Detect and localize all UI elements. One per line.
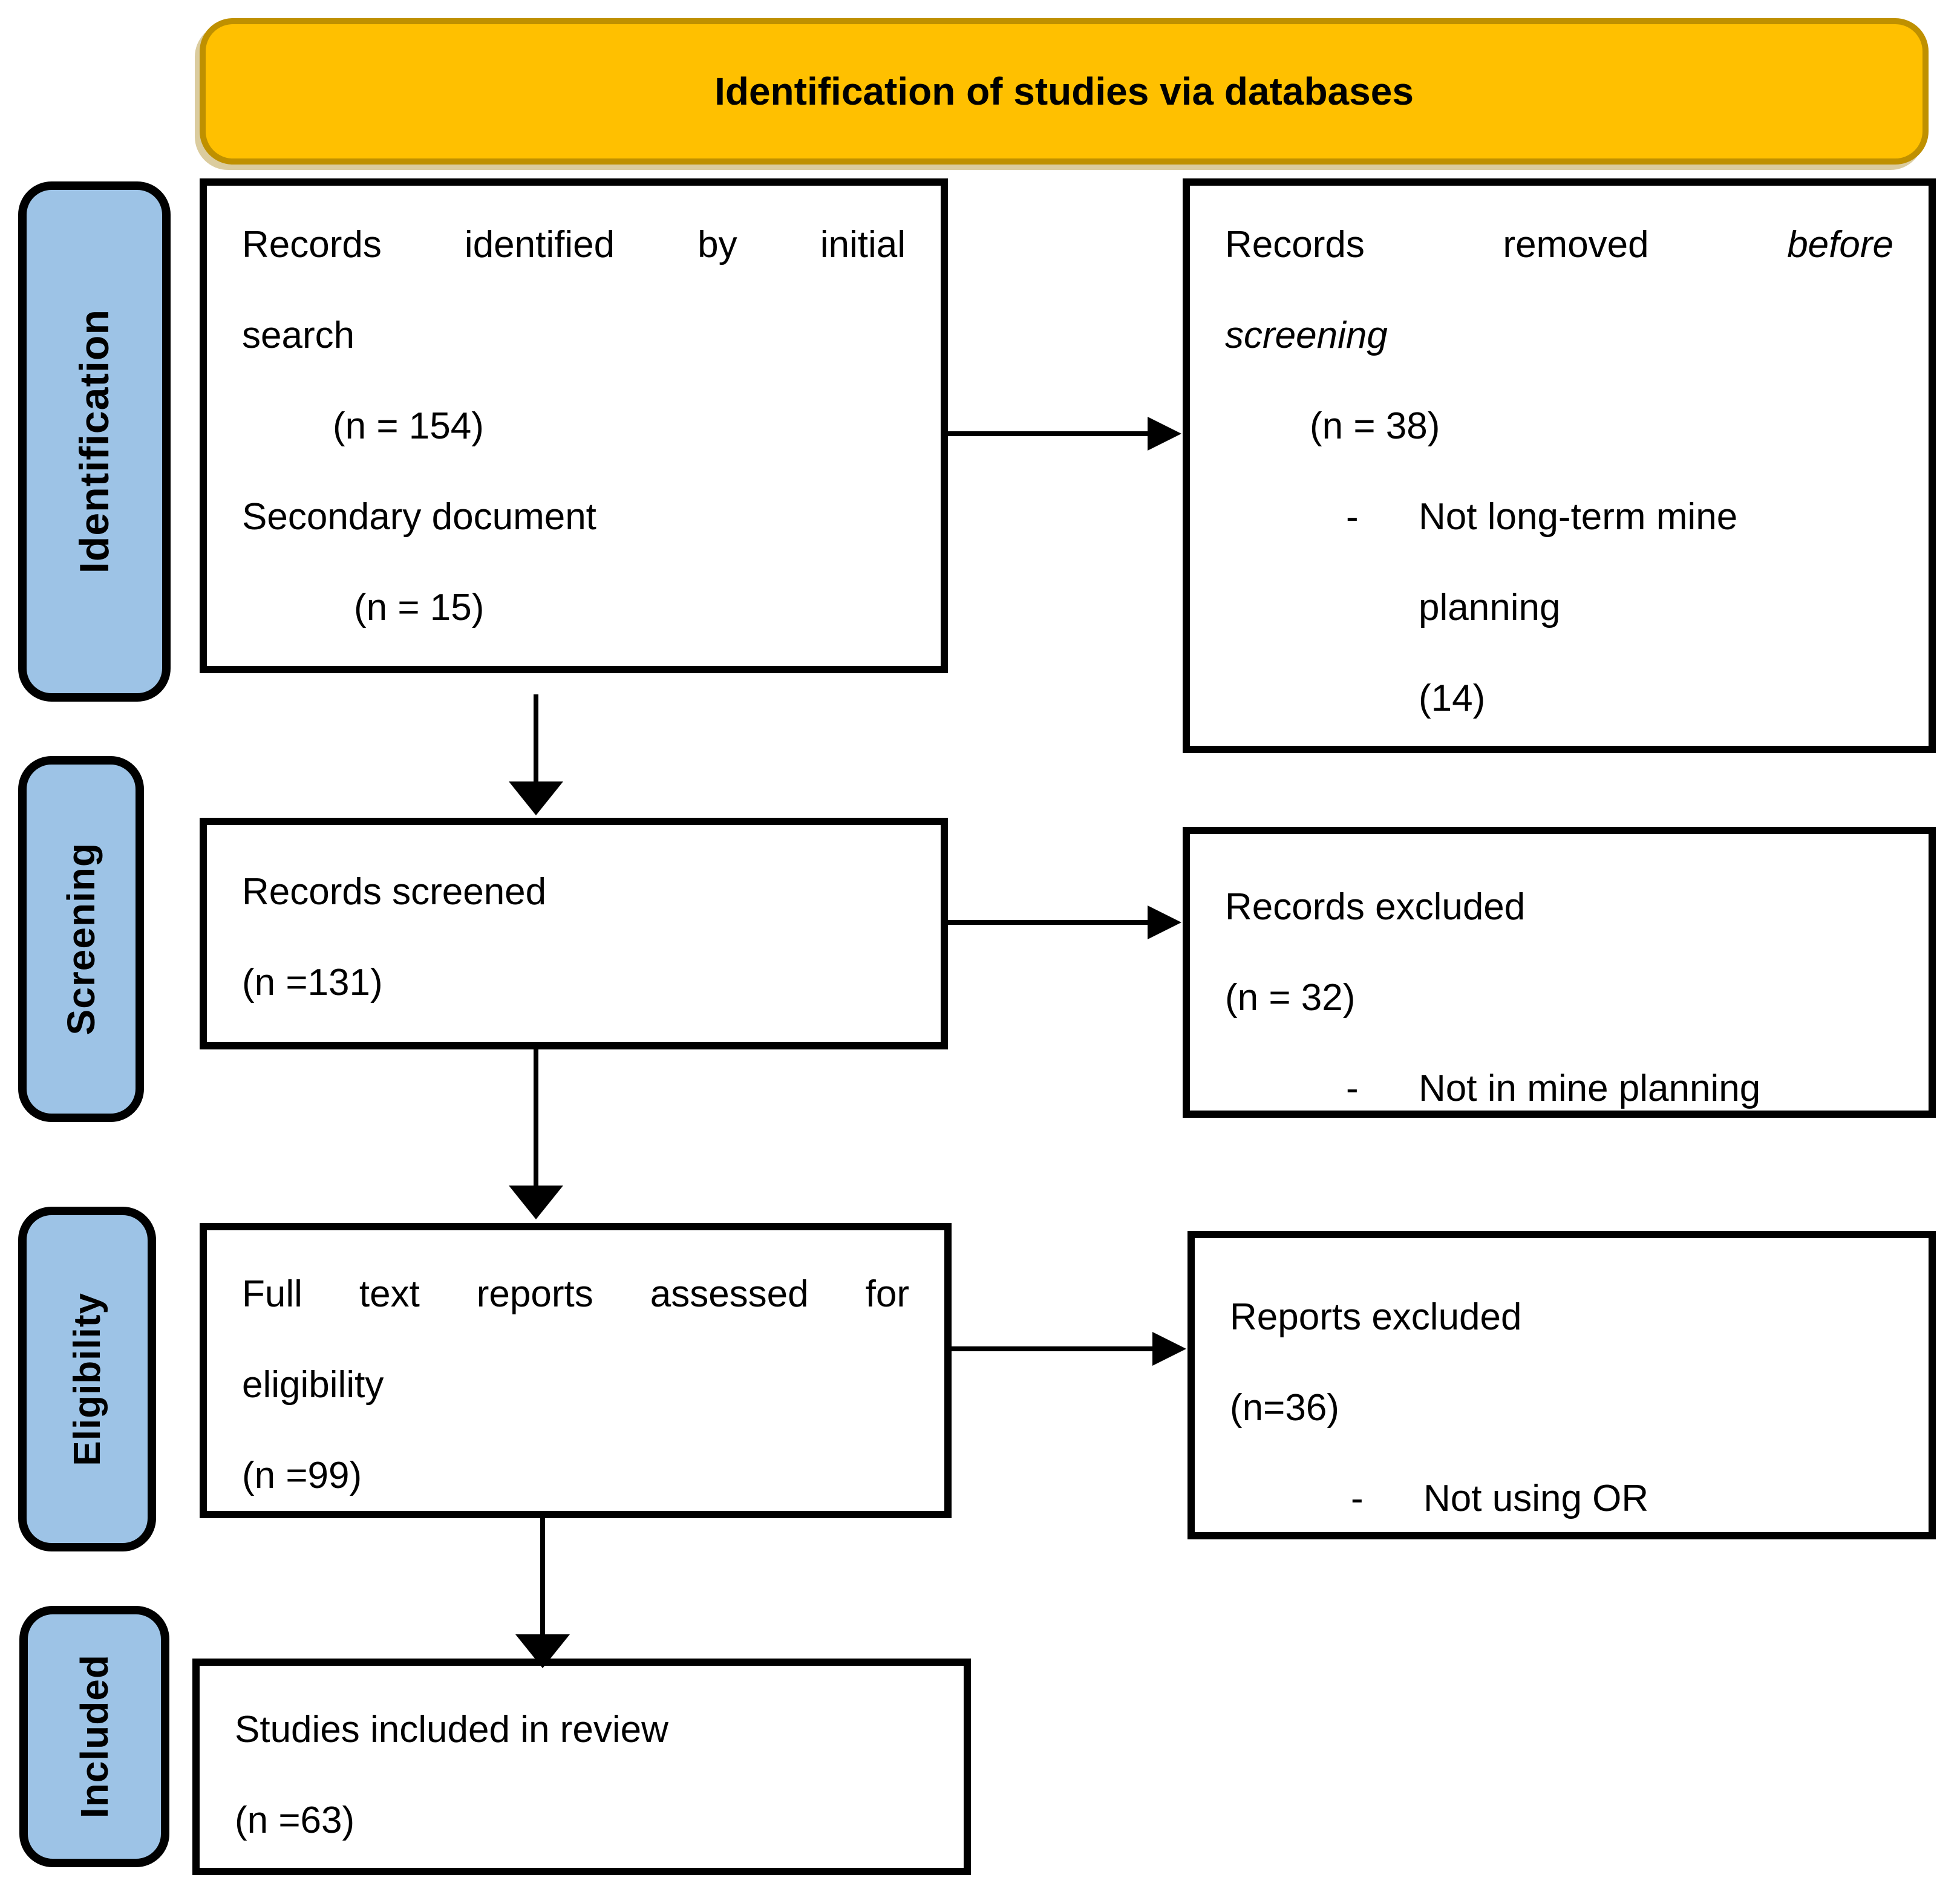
count-line: (n = 32) [1225,952,1893,1043]
word: Full [242,1273,302,1315]
count: (n =131) [242,961,383,1003]
bullet-line: planning [1225,562,1893,653]
bullet-text: Not in mine planning [1419,1067,1761,1109]
box-text-line: eligibility [242,1339,909,1430]
word: text [359,1273,420,1315]
count: (n = 38) [1310,405,1440,447]
arrow-identified-to-removed-line [948,431,1149,436]
box-fulltext-assessed: Full text reports assessed for eligibili… [200,1223,952,1518]
stage-label-text: Eligibility [66,1292,108,1466]
bullet-line: - Not in mine planning [1225,1043,1893,1134]
stage-label-text: Included [73,1654,116,1819]
bullet-dash: - [1351,1477,1364,1519]
count-line: (n =131) [242,937,906,1028]
box-text-line: Reports excluded [1230,1271,1893,1362]
word: removed [1503,223,1649,266]
stage-label-included: Included [19,1606,169,1867]
count: (n = 15) [354,586,485,628]
bullet-line: - Not using OR [1230,1453,1893,1544]
arrow-identified-to-screened-line [534,694,538,784]
box-reports-excluded: Reports excluded (n=36) - Not using OR [1187,1231,1936,1539]
arrow-screened-to-excluded-line [948,920,1149,925]
text: Reports excluded [1230,1296,1522,1338]
arrow-right-icon [1152,1332,1186,1366]
box-text-line: Records removed before [1225,199,1893,290]
diagram-title-banner: Identification of studies via databases [200,18,1929,165]
bullet-text: (14) [1419,677,1486,719]
bullet-dash: - [1346,495,1359,538]
box-text-line: screening [1225,290,1893,380]
arrow-down-icon [509,1186,563,1219]
arrow-screened-to-fulltext-line [534,1049,538,1187]
stage-label-text: Screening [59,843,103,1036]
bullet-text: planning [1419,586,1561,628]
count-line: (n = 15) [242,562,906,653]
word: before [1787,223,1893,266]
box-records-removed: Records removed before screening (n = 38… [1183,178,1936,753]
box-records-excluded: Records excluded (n = 32) - Not in mine … [1183,827,1936,1118]
count-line: (n = 154) [242,380,906,471]
text: Records screened [242,870,547,913]
word: identified [464,223,615,266]
arrow-right-icon [1148,417,1181,451]
arrow-right-icon [1148,905,1181,939]
box-text-line: Records screened [242,846,906,937]
arrow-down-icon [509,781,563,815]
diagram-title: Identification of studies via databases [714,70,1414,113]
count-line: (n =99) [242,1430,909,1521]
word: by [697,223,737,266]
word: assessed [650,1273,809,1315]
bullet-text: Not long-term mine [1419,495,1738,538]
stage-label-eligibility: Eligibility [18,1207,156,1551]
count-line: (n =63) [235,1775,929,1865]
box-text-line: Records excluded [1225,861,1893,952]
text: Records excluded [1225,886,1526,928]
count: (n = 154) [333,405,484,447]
bullet-line: - Not long-term mine [1225,471,1893,562]
text: Studies included in review [235,1708,668,1750]
text: Secondary document [242,495,596,538]
box-text-line: Secondary document [242,471,906,562]
count: (n =99) [242,1454,362,1496]
stage-label-screening: Screening [18,756,144,1122]
word: initial [820,223,906,266]
count-line: (n=36) [1230,1362,1893,1453]
stage-label-text: Identification [71,309,117,574]
word: reports [476,1273,593,1315]
word: for [865,1273,909,1315]
box-studies-included: Studies included in review (n =63) [192,1659,971,1875]
word: Records [1225,223,1365,266]
count: (n=36) [1230,1386,1339,1429]
count-line: (n = 38) [1225,380,1893,471]
bullet-text: Not using OR [1423,1477,1649,1519]
box-text-line: Studies included in review [235,1684,929,1775]
text: screening [1225,314,1388,356]
count: (n = 32) [1225,976,1356,1019]
box-text-line: Records identified by initial [242,199,906,290]
arrow-fulltext-to-included-line [540,1518,545,1636]
bullet-dash: - [1346,1067,1359,1109]
word: Records [242,223,382,266]
box-text-line: Full text reports assessed for [242,1248,909,1339]
text: eligibility [242,1363,384,1406]
bullet-line: (14) [1225,653,1893,743]
box-records-identified: Records identified by initial search (n … [200,178,948,673]
box-text-line: search [242,290,906,380]
arrow-fulltext-to-excluded-line [952,1346,1154,1351]
arrow-down-icon [515,1634,570,1668]
count: (n =63) [235,1799,355,1841]
stage-label-identification: Identification [18,181,171,702]
box-records-screened: Records screened (n =131) [200,818,948,1049]
text: search [242,314,355,356]
